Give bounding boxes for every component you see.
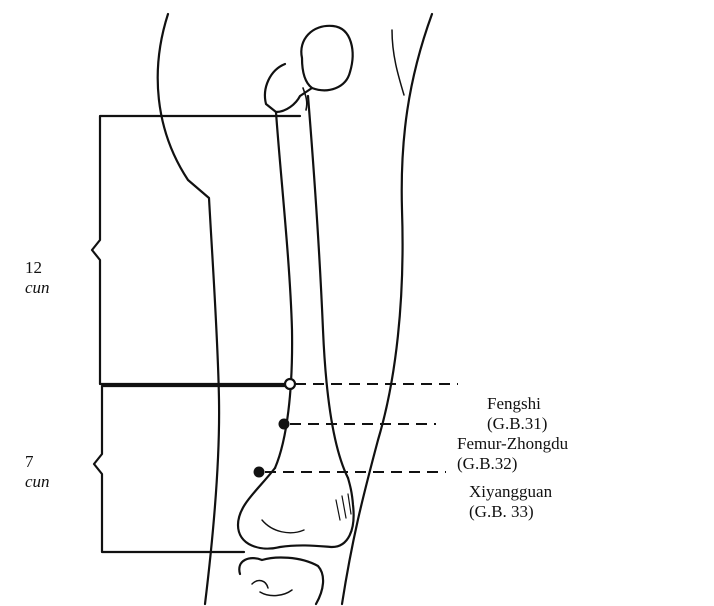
- thigh-inner-contour: [392, 30, 404, 95]
- tibia-detail: [252, 581, 292, 596]
- xiyangguan-name: Xiyangguan: [469, 482, 552, 501]
- femur-shaft-left: [275, 112, 292, 468]
- femur-shaft-right: [308, 96, 348, 478]
- label-7-cun-number: 7: [25, 452, 34, 471]
- femur-head: [301, 26, 352, 90]
- femur-neck: [265, 64, 312, 112]
- thigh-outline-right: [342, 14, 432, 604]
- condyle-shading: [336, 494, 351, 520]
- label-12-cun-number: 12: [25, 258, 42, 277]
- tibia-top: [239, 558, 323, 604]
- femur-zhongdu-name: Femur-Zhongdu: [457, 434, 568, 453]
- xiyangguan-code: (G.B. 33): [469, 502, 534, 521]
- label-xiyangguan: Xiyangguan (G.B. 33): [452, 462, 552, 542]
- femur-condyle: [238, 468, 354, 549]
- label-12-cun-unit: cun: [25, 278, 50, 297]
- label-7-cun: 7 cun: [8, 432, 50, 512]
- label-7-cun-unit: cun: [25, 472, 50, 491]
- fengshi-name: Fengshi: [487, 394, 541, 413]
- brace-12-cun: [92, 116, 300, 384]
- condyle-detail: [262, 520, 304, 533]
- thigh-outline-left: [158, 14, 219, 604]
- xiyangguan-marker: [254, 467, 265, 478]
- fengshi-marker: [285, 379, 295, 389]
- femur-zhongdu-marker: [279, 419, 290, 430]
- label-12-cun: 12 cun: [8, 238, 50, 318]
